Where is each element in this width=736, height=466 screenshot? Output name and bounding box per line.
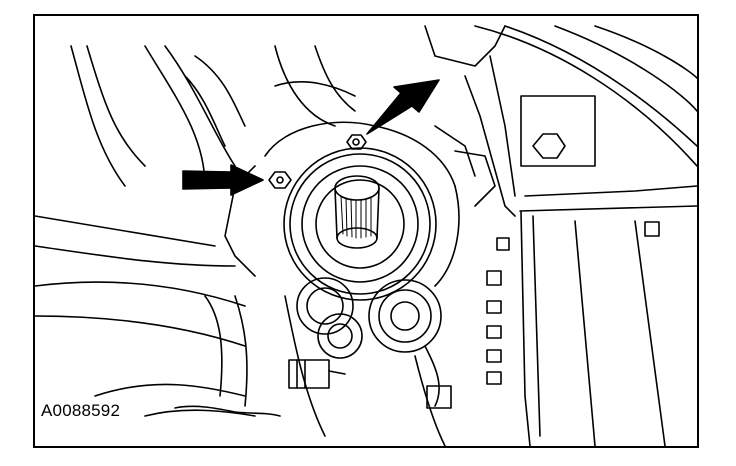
arrow-left-bolt — [182, 164, 264, 196]
pulley-assembly — [283, 147, 437, 301]
figure-id-label: A0088592 — [41, 401, 121, 420]
lower-pulleys — [284, 277, 446, 446]
left-bolt — [268, 171, 292, 189]
left-hoses — [35, 45, 356, 417]
right-housing — [424, 25, 697, 446]
pump-housing — [224, 121, 496, 287]
top-bolt — [346, 134, 367, 150]
hex-bolt-large — [520, 95, 596, 167]
figure-id-leader — [174, 405, 281, 417]
right-column-bolts — [486, 221, 660, 385]
electrical-connector — [288, 345, 452, 409]
figure-frame: A0088592 — [33, 14, 699, 448]
engine-illustration — [35, 25, 697, 446]
arrow-top-bolt — [366, 79, 440, 135]
